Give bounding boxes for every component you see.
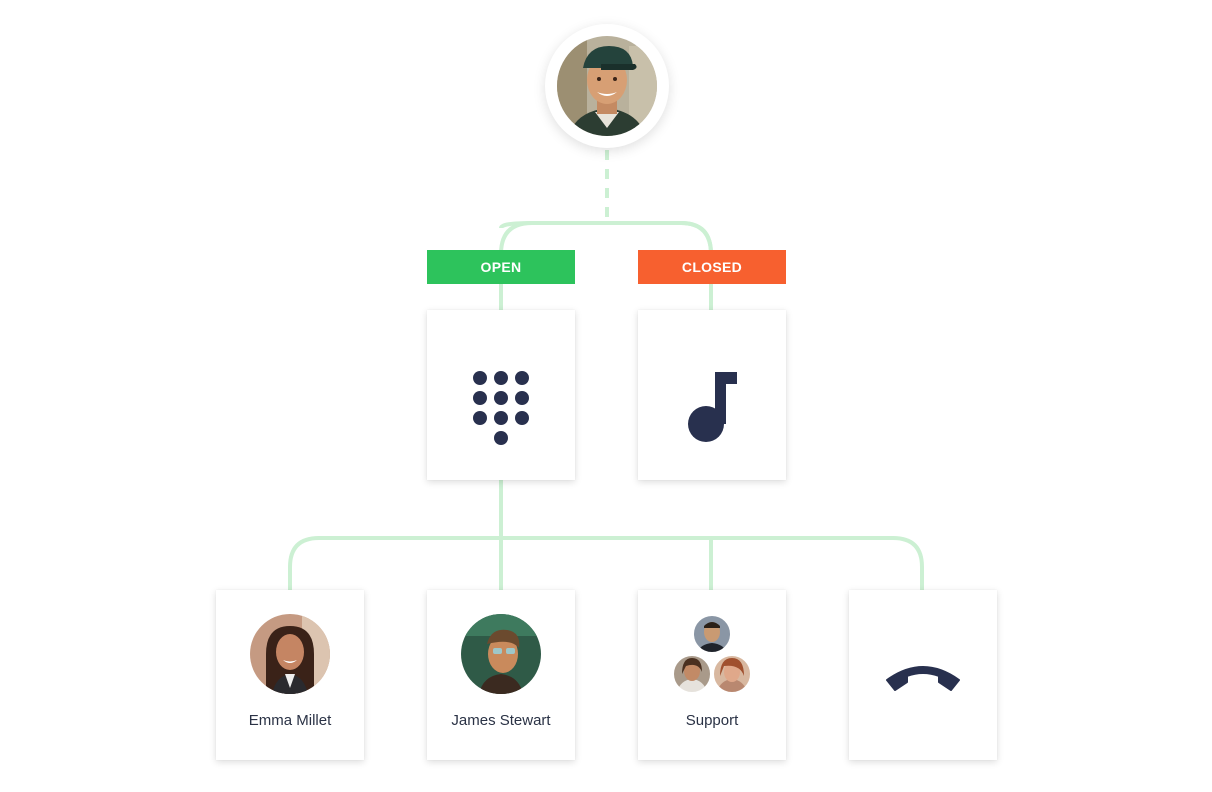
music-note-icon [638,370,786,442]
caller-avatar[interactable] [545,24,669,148]
open-branch-label[interactable]: OPEN [427,250,575,284]
caller-photo [557,36,657,136]
destination-james-stewart[interactable]: James Stewart [427,590,575,760]
group-avatars [638,614,786,694]
closed-branch-label[interactable]: CLOSED [638,250,786,284]
destination-support[interactable]: Support [638,590,786,760]
avatar [216,614,364,694]
destination-name: Support [685,712,739,729]
avatar [427,614,575,694]
dialpad-node[interactable] [427,310,575,480]
hang-up-icon [849,660,997,692]
dialpad-icon [427,370,575,446]
destination-name: Emma Millet [248,712,332,729]
hold-music-node[interactable] [638,310,786,480]
destination-emma-millet[interactable]: Emma Millet [216,590,364,760]
destination-name: James Stewart [451,712,551,729]
destination-hang-up[interactable] [849,590,997,760]
